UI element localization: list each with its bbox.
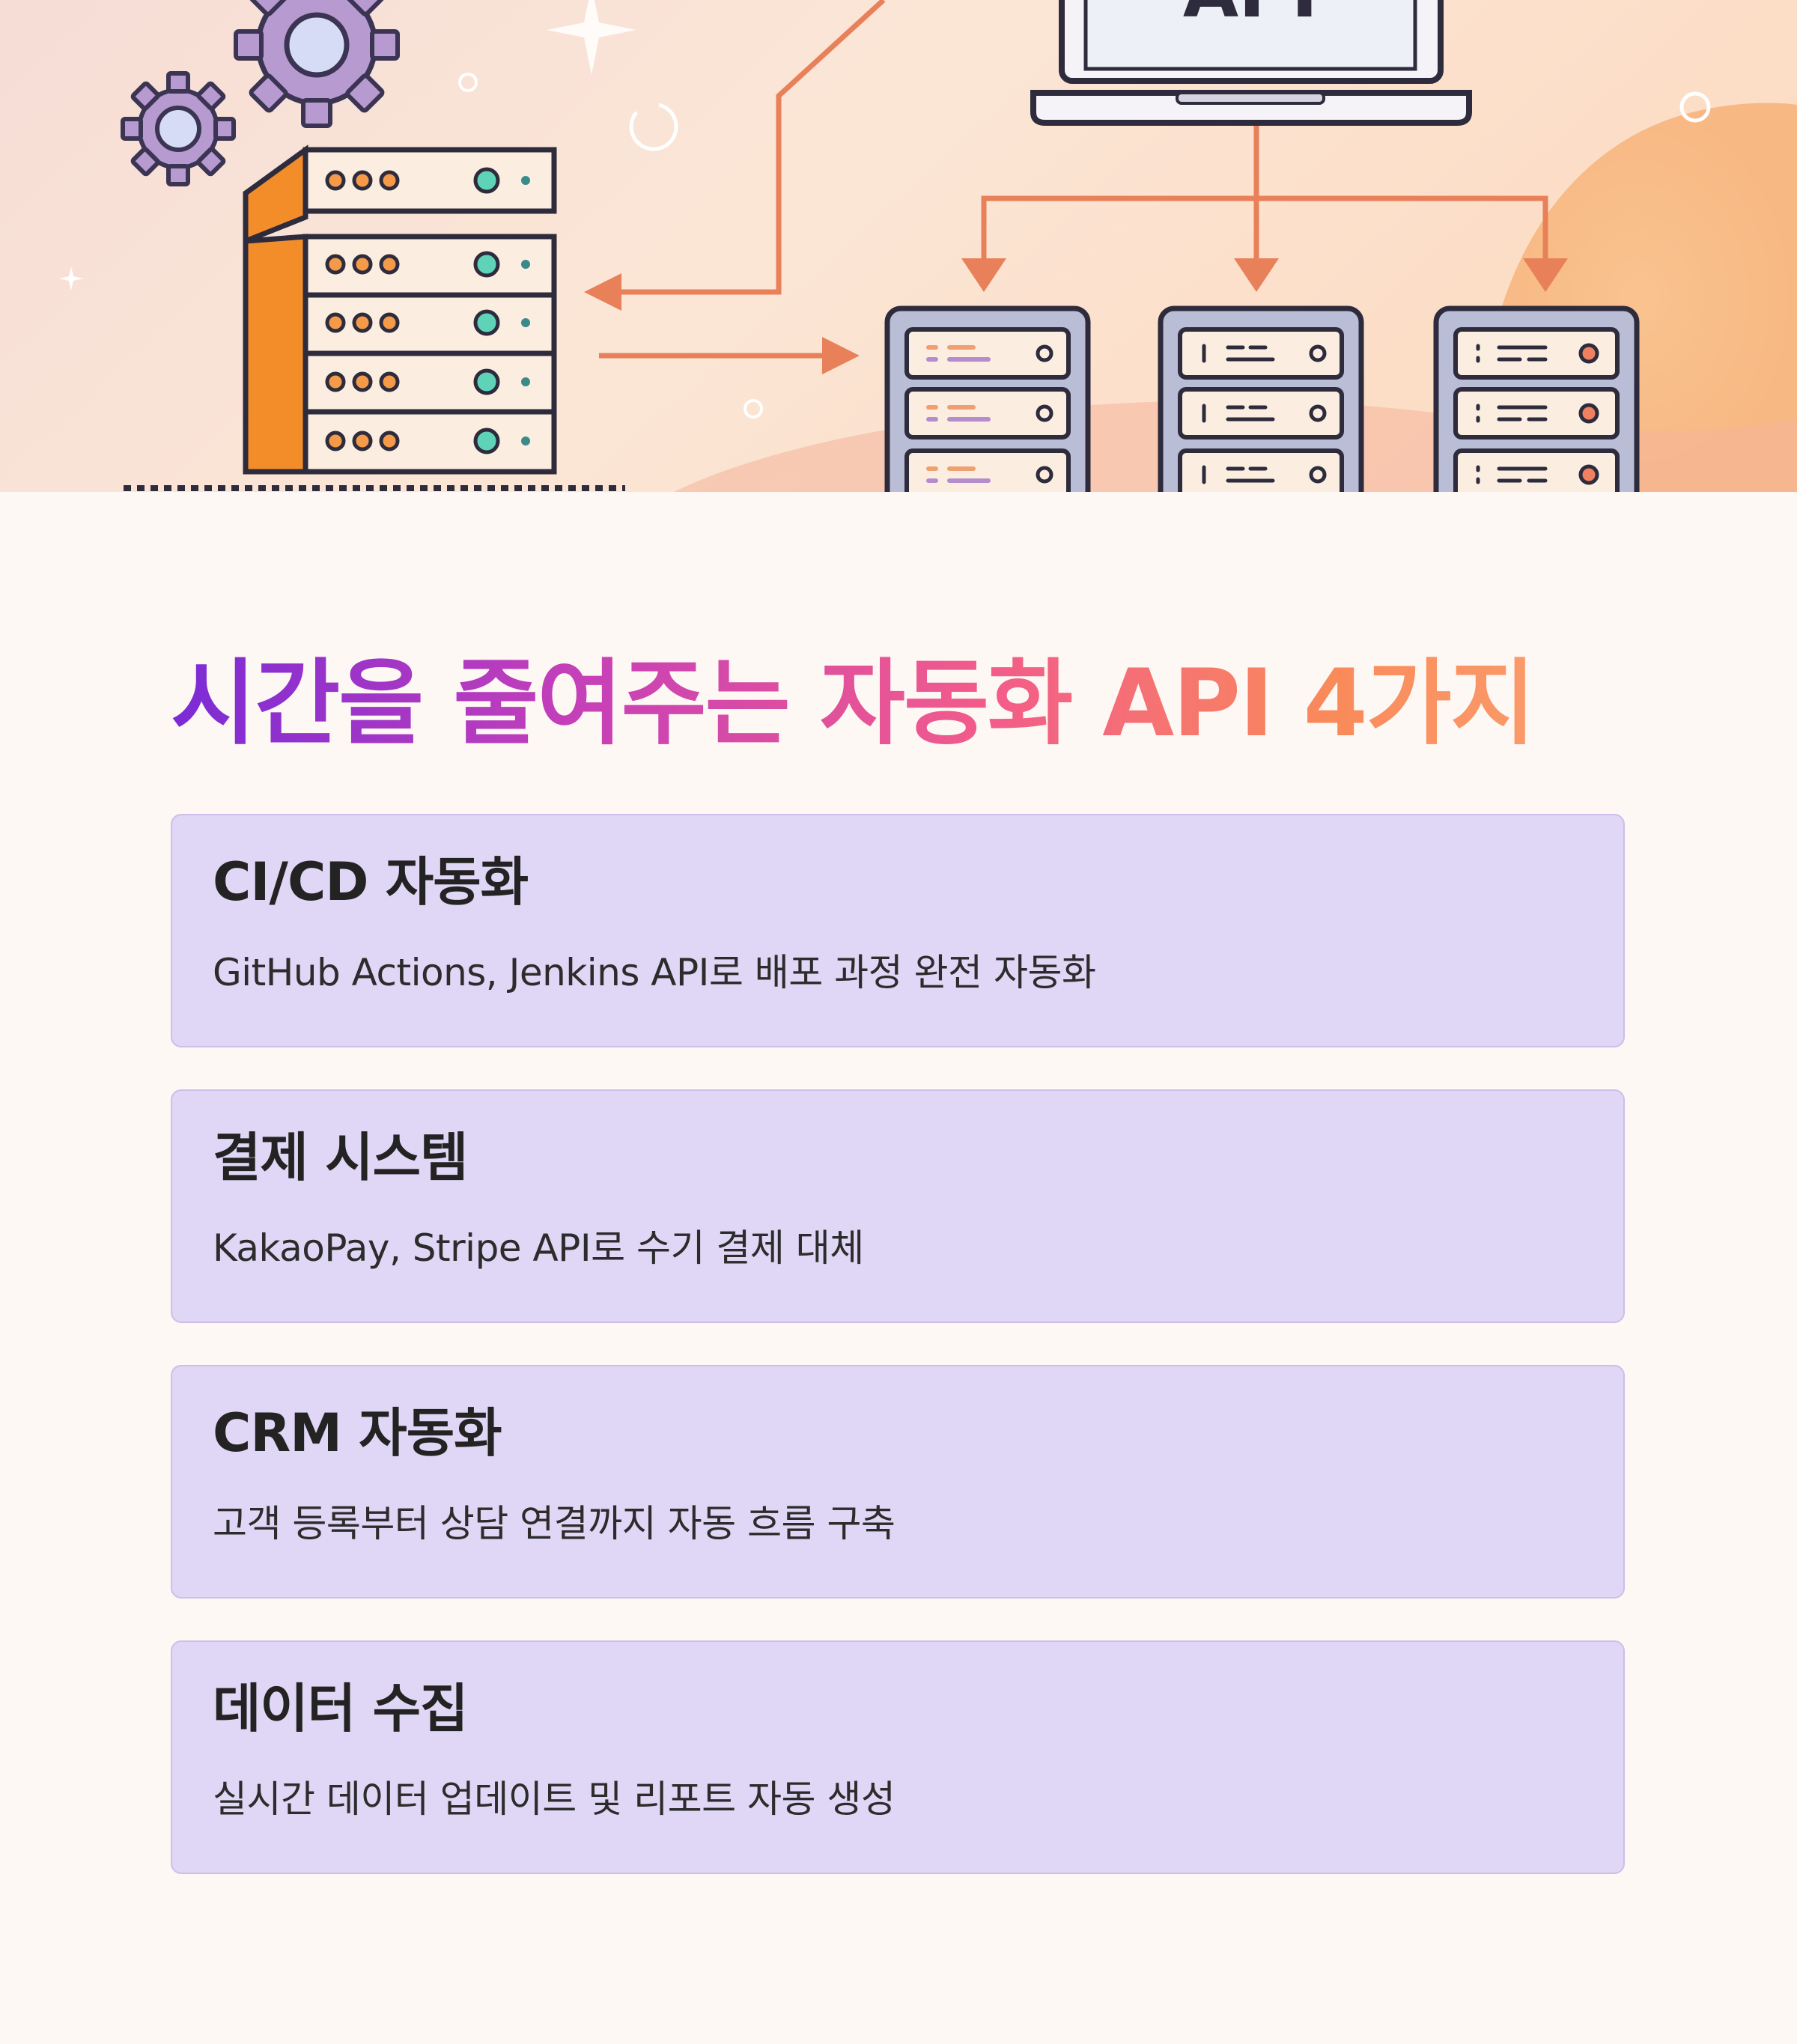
card-description: GitHub Actions, Jenkins API로 배포 과정 완전 자동… xyxy=(213,951,1096,994)
arrow-icon xyxy=(584,258,1568,374)
card-description: KakaoPay, Stripe API로 수기 결제 대체 xyxy=(213,1226,864,1270)
arrow-icon xyxy=(599,0,1548,359)
sparkle-icon xyxy=(59,267,83,291)
decor-circle xyxy=(1679,91,1711,123)
server-rack-icon xyxy=(884,305,1091,492)
server-rack-icon xyxy=(124,145,625,491)
card-cicd: CI/CD 자동화 GitHub Actions, Jenkins API로 배… xyxy=(171,814,1625,1047)
card-title: CI/CD 자동화 xyxy=(213,851,529,913)
laptop-api-label: API xyxy=(1183,0,1318,34)
card-description: 실시간 데이터 업데이트 및 리포트 자동 생성 xyxy=(213,1777,896,1821)
card-description: 고객 등록부터 상담 연결까지 자동 흐름 구축 xyxy=(213,1502,896,1545)
hero-illustration: API xyxy=(0,0,1797,492)
gear-icon xyxy=(234,0,400,128)
decor-circle xyxy=(744,399,763,419)
laptop-icon: API xyxy=(1030,0,1472,126)
card-payment: 결제 시스템 KakaoPay, Stripe API로 수기 결제 대체 xyxy=(171,1089,1625,1323)
card-title: 데이터 수집 xyxy=(213,1678,468,1739)
server-rack-icon xyxy=(1433,305,1640,492)
decor-circle xyxy=(458,73,478,92)
sparkle-icon xyxy=(547,0,636,75)
gear-icon xyxy=(121,71,236,186)
hero-svg: API xyxy=(0,0,1797,492)
page-title: 시간을 줄여주는 자동화 API 4가지 xyxy=(171,648,1536,760)
server-rack-icon xyxy=(1158,305,1364,492)
card-title: CRM 자동화 xyxy=(213,1402,502,1464)
card-crm: CRM 자동화 고객 등록부터 상담 연결까지 자동 흐름 구축 xyxy=(171,1365,1625,1599)
card-title: 결제 시스템 xyxy=(213,1127,468,1188)
decor-swirl xyxy=(629,103,678,151)
card-data: 데이터 수집 실시간 데이터 업데이트 및 리포트 자동 생성 xyxy=(171,1640,1625,1874)
